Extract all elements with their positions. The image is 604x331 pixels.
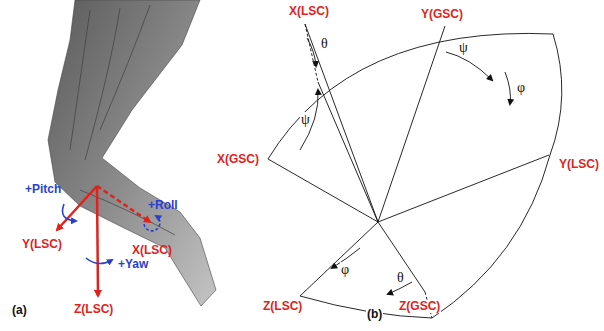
rotation-label: +Roll	[148, 199, 178, 212]
yaw-rotation	[86, 258, 112, 264]
axis-label: Y(GSC)	[420, 8, 464, 21]
axis-label: X(LSC)	[288, 5, 330, 18]
x-axis-arrow	[97, 186, 150, 222]
rotation-label: +Pitch	[25, 183, 61, 196]
angle-label: ψ	[300, 112, 311, 127]
axis-label: Y(LSC)	[558, 158, 600, 171]
angle-label: φ	[340, 262, 350, 277]
axis-label: Z(LSC)	[74, 303, 113, 316]
angle-label: θ	[396, 270, 405, 285]
rotation-geometry	[268, 24, 562, 318]
axis-label: Z(LSC)	[262, 300, 303, 313]
rotation-label: +Yaw	[118, 258, 148, 271]
angle-label: ψ	[458, 40, 469, 55]
angle-label: φ	[516, 80, 526, 95]
pitch-rotation	[63, 204, 77, 221]
panel-label: (a)	[12, 304, 27, 317]
z-axis-arrow	[97, 186, 98, 296]
y-axis-arrow	[57, 186, 97, 230]
arm-silhouette	[48, 0, 216, 306]
roll-rotation	[144, 216, 160, 231]
panel-label: (b)	[366, 308, 383, 321]
axis-label: Z(GSC)	[398, 300, 441, 313]
axis-label: X(LSC)	[132, 244, 172, 257]
axis-label: X(GSC)	[216, 153, 260, 166]
axis-label: Y(LSC)	[22, 238, 62, 251]
angle-label: θ	[320, 36, 329, 51]
